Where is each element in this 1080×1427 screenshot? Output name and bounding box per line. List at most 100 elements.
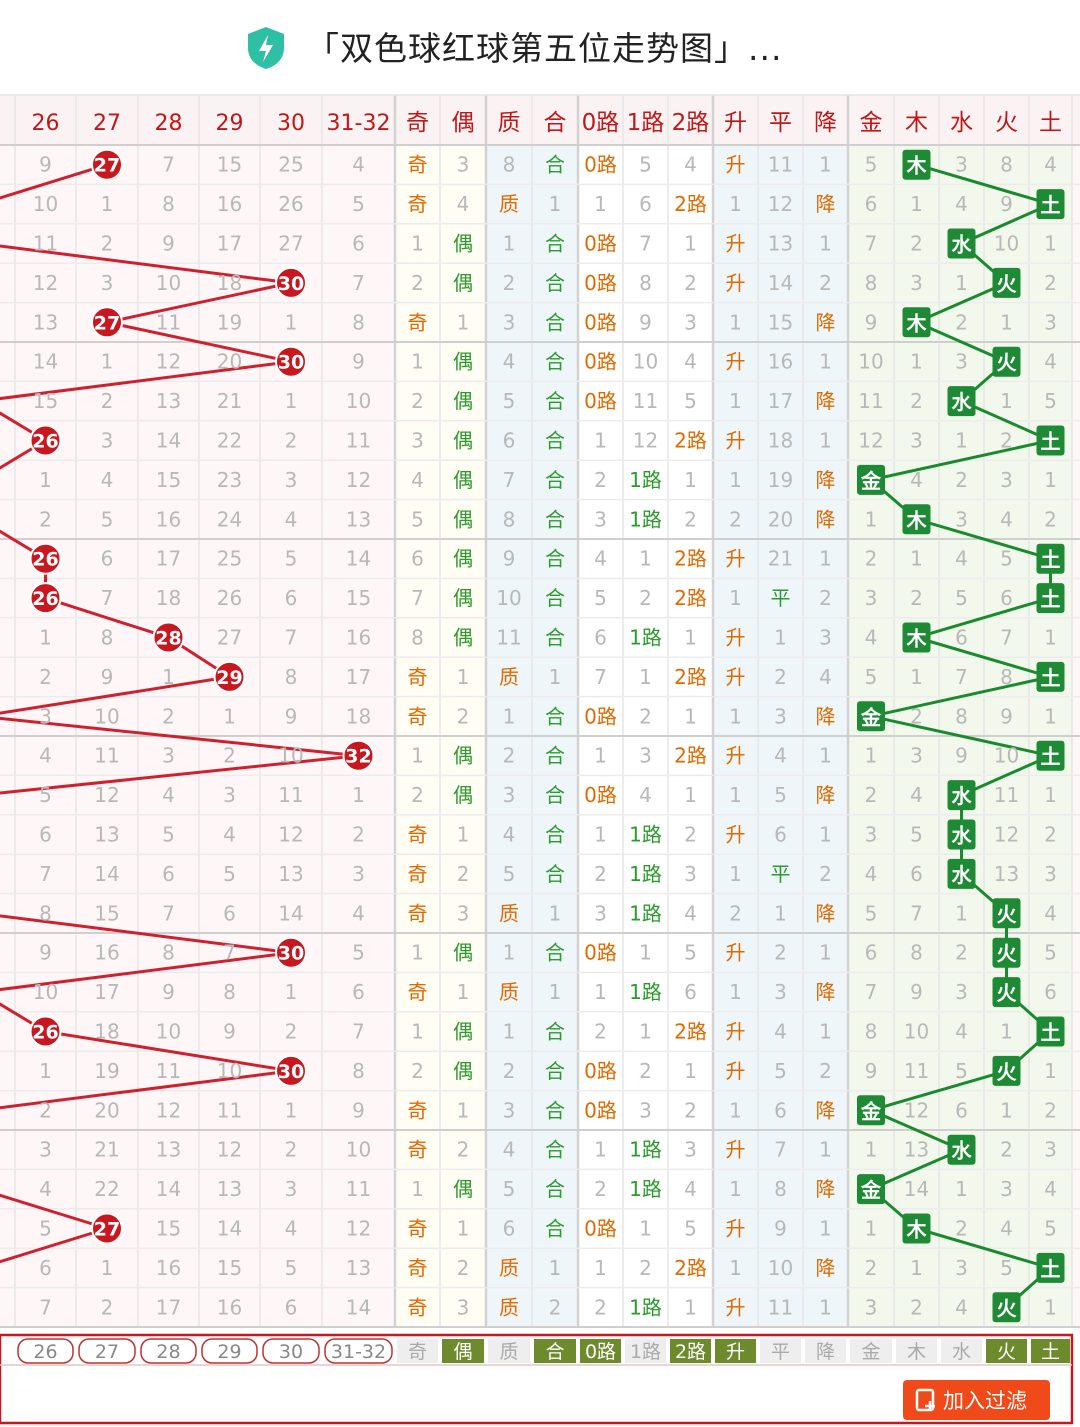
attribute-hit: 降 [816, 1177, 836, 1201]
filter-option-土[interactable]: 土 [1031, 1339, 1070, 1363]
filter-option-火[interactable]: 火 [986, 1339, 1027, 1363]
attribute-hit: 2路 [674, 1020, 707, 1044]
miss-count: 7 [910, 901, 923, 925]
miss-count: 1 [594, 980, 607, 1004]
filter-option-chip[interactable] [986, 1339, 1027, 1363]
filter-number-30[interactable]: 30 [262, 1338, 320, 1364]
miss-count: 4 [1000, 1217, 1013, 1241]
miss-count: 2 [101, 232, 114, 256]
filter-option-金[interactable]: 金 [850, 1339, 892, 1363]
miss-count: 1 [729, 1098, 742, 1122]
filter-chip-label: 27 [95, 1341, 119, 1363]
miss-count: 1 [819, 1138, 832, 1162]
miss-count: 4 [503, 823, 516, 847]
filter-option-chip[interactable] [580, 1339, 621, 1363]
attribute-hit: 1路 [629, 901, 662, 925]
filter-option-chip[interactable] [442, 1339, 484, 1363]
miss-count: 5 [684, 1217, 697, 1241]
filter-option-奇[interactable]: 奇 [397, 1339, 438, 1363]
filter-chip[interactable] [201, 1338, 258, 1364]
miss-count: 18 [94, 1020, 119, 1044]
filter-option-chip[interactable] [397, 1339, 438, 1363]
filter-option-chip[interactable] [1031, 1339, 1070, 1363]
miss-count: 6 [101, 547, 114, 571]
miss-count: 13 [94, 823, 119, 847]
filter-number-27[interactable]: 27 [78, 1338, 136, 1364]
red-ball [29, 1015, 62, 1048]
element-hit-box [1036, 661, 1065, 692]
filter-option-chip[interactable] [896, 1339, 937, 1363]
filter-option-chip[interactable] [488, 1339, 530, 1363]
attribute-hit: 合 [545, 389, 565, 413]
filter-option-2路[interactable]: 2路 [670, 1339, 711, 1363]
miss-count: 3 [1000, 1177, 1013, 1201]
filter-option-降[interactable]: 降 [805, 1339, 846, 1363]
filter-option-偶[interactable]: 偶 [442, 1339, 484, 1363]
miss-count: 20 [768, 507, 793, 531]
miss-count: 4 [411, 468, 424, 492]
element-hit-box [947, 1134, 976, 1165]
filter-option-chip[interactable] [534, 1339, 576, 1363]
element-hit-box [857, 1174, 885, 1205]
miss-count: 1 [774, 626, 787, 650]
filter-chip[interactable] [262, 1338, 320, 1364]
filter-chip[interactable] [324, 1338, 393, 1364]
miss-count: 1 [1044, 626, 1057, 650]
filter-option-0路[interactable]: 0路 [580, 1339, 621, 1363]
miss-count: 1 [162, 665, 175, 689]
red-ball [275, 266, 307, 299]
miss-count: 2 [910, 704, 923, 728]
add-filter-button[interactable]: 加入过滤 [903, 1380, 1050, 1420]
filter-option-chip[interactable] [760, 1339, 801, 1363]
filter-option-升[interactable]: 升 [715, 1339, 756, 1363]
filter-option-chip[interactable] [805, 1339, 846, 1363]
miss-count: 1 [639, 1020, 652, 1044]
filter-option-平[interactable]: 平 [760, 1339, 801, 1363]
miss-count: 4 [774, 1020, 787, 1044]
attribute-hit: 合 [545, 1059, 565, 1083]
attribute-hit: 合 [545, 783, 565, 807]
attribute-hit: 平 [771, 586, 791, 610]
add-filter-button-bg[interactable] [903, 1380, 1050, 1420]
miss-count: 3 [819, 626, 832, 650]
filter-option-质[interactable]: 质 [488, 1339, 530, 1363]
filter-option-chip[interactable] [941, 1339, 982, 1363]
filter-option-chip[interactable] [715, 1339, 756, 1363]
miss-count: 1 [1044, 783, 1057, 807]
miss-count: 3 [955, 350, 968, 374]
miss-count: 12 [346, 468, 371, 492]
miss-count: 25 [217, 547, 242, 571]
filter-number-31-32[interactable]: 31-32 [324, 1338, 393, 1364]
filter-option-1路[interactable]: 1路 [625, 1339, 666, 1363]
filter-chip[interactable] [78, 1338, 136, 1364]
filter-option-chip[interactable] [625, 1339, 666, 1363]
filter-chip[interactable] [140, 1338, 197, 1364]
miss-count: 7 [101, 586, 114, 610]
miss-count: 2 [457, 1138, 470, 1162]
filter-chip[interactable] [17, 1338, 74, 1364]
miss-count: 1 [1044, 704, 1057, 728]
miss-count: 1 [819, 429, 832, 453]
attribute-hit: 奇 [408, 1098, 428, 1122]
miss-count: 2 [639, 1059, 652, 1083]
filter-option-水[interactable]: 水 [941, 1339, 982, 1363]
filter-option-chip[interactable] [670, 1339, 711, 1363]
filter-number-26[interactable]: 26 [17, 1338, 74, 1364]
miss-count: 4 [684, 901, 697, 925]
filter-option-木[interactable]: 木 [896, 1339, 937, 1363]
filter-option-合[interactable]: 合 [534, 1339, 576, 1363]
filter-number-29[interactable]: 29 [201, 1338, 258, 1364]
element-hit-box [992, 937, 1021, 968]
miss-count: 12 [858, 429, 883, 453]
filter-number-28[interactable]: 28 [140, 1338, 197, 1364]
filter-option-chip[interactable] [850, 1339, 892, 1363]
miss-count: 13 [217, 1177, 242, 1201]
attribute-hit: 偶 [453, 232, 473, 256]
miss-count: 2 [285, 429, 298, 453]
attribute-hit: 0路 [584, 704, 617, 728]
column-header: 升 [724, 110, 747, 136]
miss-count: 6 [910, 862, 923, 886]
